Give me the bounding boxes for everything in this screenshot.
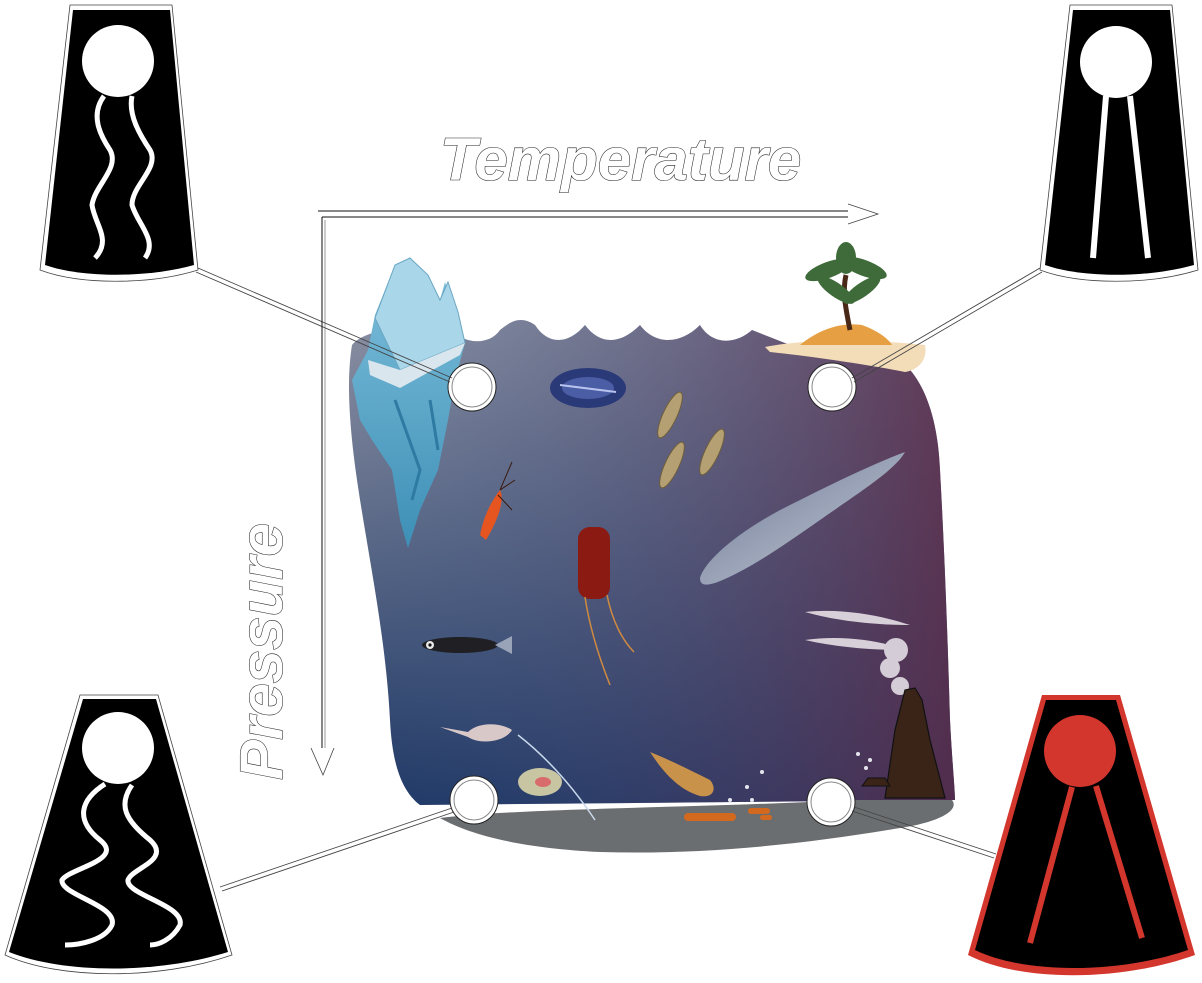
- seafloor: [440, 800, 954, 853]
- whale: [700, 452, 905, 585]
- membrane-icon-top-left: [39, 4, 199, 282]
- marker-bottom-left: [449, 775, 499, 825]
- temperature-axis: [318, 203, 880, 225]
- pressure-axis: [310, 217, 335, 777]
- marker-top-right: [807, 362, 857, 412]
- snailfish: [650, 752, 714, 797]
- krill: [480, 461, 516, 540]
- iceberg: [352, 257, 466, 548]
- lanternfish: [422, 636, 512, 654]
- pressure-label: Pressure: [228, 523, 295, 780]
- hydrothermal-vent: [805, 610, 946, 799]
- red-ctenophore: [578, 527, 635, 686]
- temperature-label: Temperature: [440, 126, 801, 193]
- marker-top-left: [447, 362, 497, 412]
- tripod-fish: [440, 724, 596, 821]
- sardines: [657, 391, 725, 489]
- membrane-icon-bottom-left: [4, 694, 233, 975]
- lipid-head-icon: [82, 712, 154, 784]
- marker-bottom-right: [806, 777, 856, 827]
- bacterial-mat: [684, 808, 772, 821]
- ocean: [349, 320, 955, 853]
- lipid-head-icon: [82, 25, 154, 97]
- connector-lines: [195, 267, 1043, 892]
- membrane-icon-bottom-right: [968, 695, 1195, 976]
- lipid-head-icon: [1080, 26, 1152, 98]
- bubbles: [728, 752, 872, 802]
- tropical-island: [765, 242, 926, 372]
- comb-jelly: [550, 368, 626, 408]
- lipid-head-icon: [1044, 715, 1116, 787]
- corner-markers: [447, 362, 857, 827]
- membrane-icon-top-right: [1039, 4, 1199, 282]
